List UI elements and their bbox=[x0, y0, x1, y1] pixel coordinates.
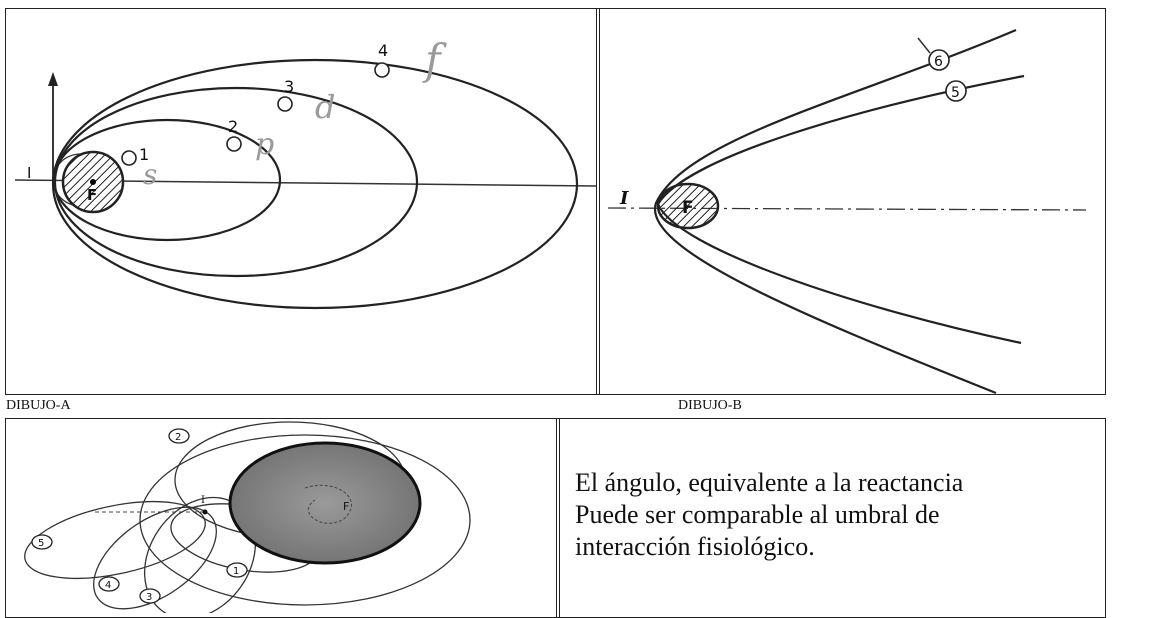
orbit-c-marker-2-label: 2 bbox=[175, 432, 181, 443]
orbit-marker-6 bbox=[928, 49, 950, 71]
text-panel-line-3: interacción fisiológico. bbox=[575, 532, 815, 561]
text-panel-line-2: Puede ser comparable al umbral de bbox=[575, 500, 940, 529]
nucleus-a-center bbox=[90, 179, 96, 185]
orbit-6-tick bbox=[917, 37, 931, 54]
orbit-6 bbox=[653, 28, 1017, 395]
drawing-b-focus-label: F bbox=[682, 198, 694, 218]
orbit-c-marker-1 bbox=[226, 562, 248, 578]
orbit-marker-4 bbox=[374, 62, 390, 78]
orbit-c-4 bbox=[93, 506, 217, 610]
orbit-c-marker-2 bbox=[168, 428, 190, 444]
caption-dibujo-a: DIBUJO-A bbox=[6, 398, 71, 413]
orbit-3 bbox=[53, 86, 419, 278]
orbit-c-marker-5-label: 5 bbox=[38, 538, 44, 549]
nucleus-c bbox=[228, 441, 422, 565]
drawing-c-axis-label: I bbox=[201, 495, 205, 506]
orbit-marker-2-label: 2 bbox=[228, 117, 238, 136]
nucleus-b bbox=[656, 182, 720, 230]
orbit-c-marker-3-label: 3 bbox=[146, 592, 152, 603]
orbit-marker-4-label: 4 bbox=[378, 41, 388, 60]
orbit-marker-2 bbox=[226, 136, 242, 152]
drawing-a-arrowhead bbox=[48, 72, 58, 86]
drawing-c: 2 5 4 3 1 I F bbox=[24, 421, 471, 613]
caption-dibujo-b: DIBUJO-B bbox=[678, 398, 742, 413]
drawing-a-axis-label: I bbox=[27, 164, 31, 182]
orbit-marker-5-label: 5 bbox=[951, 85, 960, 101]
drawing-a-focus-label: F bbox=[87, 186, 97, 204]
orbit-c-marker-5 bbox=[31, 534, 53, 550]
handwritten-p: p bbox=[255, 127, 274, 162]
orbit-marker-1-label: 1 bbox=[139, 145, 149, 164]
orbit-marker-6-label: 6 bbox=[934, 54, 943, 70]
drawing-c-focus-label: F bbox=[343, 500, 349, 513]
orbit-c-big bbox=[139, 434, 471, 606]
orbit-marker-5 bbox=[945, 80, 967, 102]
orbit-marker-3-label: 3 bbox=[284, 77, 294, 96]
drawing-b: 6 5 I F bbox=[607, 28, 1087, 395]
orbit-4 bbox=[51, 58, 579, 310]
orbit-marker-1 bbox=[121, 150, 137, 166]
drawing-c-origin bbox=[202, 509, 208, 515]
orbit-c-marker-1-label: 1 bbox=[233, 566, 239, 577]
nucleus-c-swirl bbox=[304, 484, 352, 524]
orbit-c-marker-3 bbox=[139, 588, 161, 604]
handwritten-s: s bbox=[143, 158, 157, 191]
handwritten-d: d bbox=[315, 88, 335, 126]
text-panel-line-1: El ángulo, equivalente a la reactancia bbox=[575, 468, 964, 497]
drawing-b-axis-label: I bbox=[619, 188, 629, 209]
drawing-a: 1 2 3 4 I F s p d f bbox=[14, 35, 598, 310]
orbit-c-5 bbox=[24, 500, 206, 580]
drawing-b-frame bbox=[596, 8, 1106, 395]
drawing-a-frame bbox=[5, 8, 600, 395]
orbit-marker-3 bbox=[277, 96, 293, 112]
orbit-c-marker-4-label: 4 bbox=[105, 580, 111, 591]
orbit-c-marker-4 bbox=[98, 576, 120, 592]
